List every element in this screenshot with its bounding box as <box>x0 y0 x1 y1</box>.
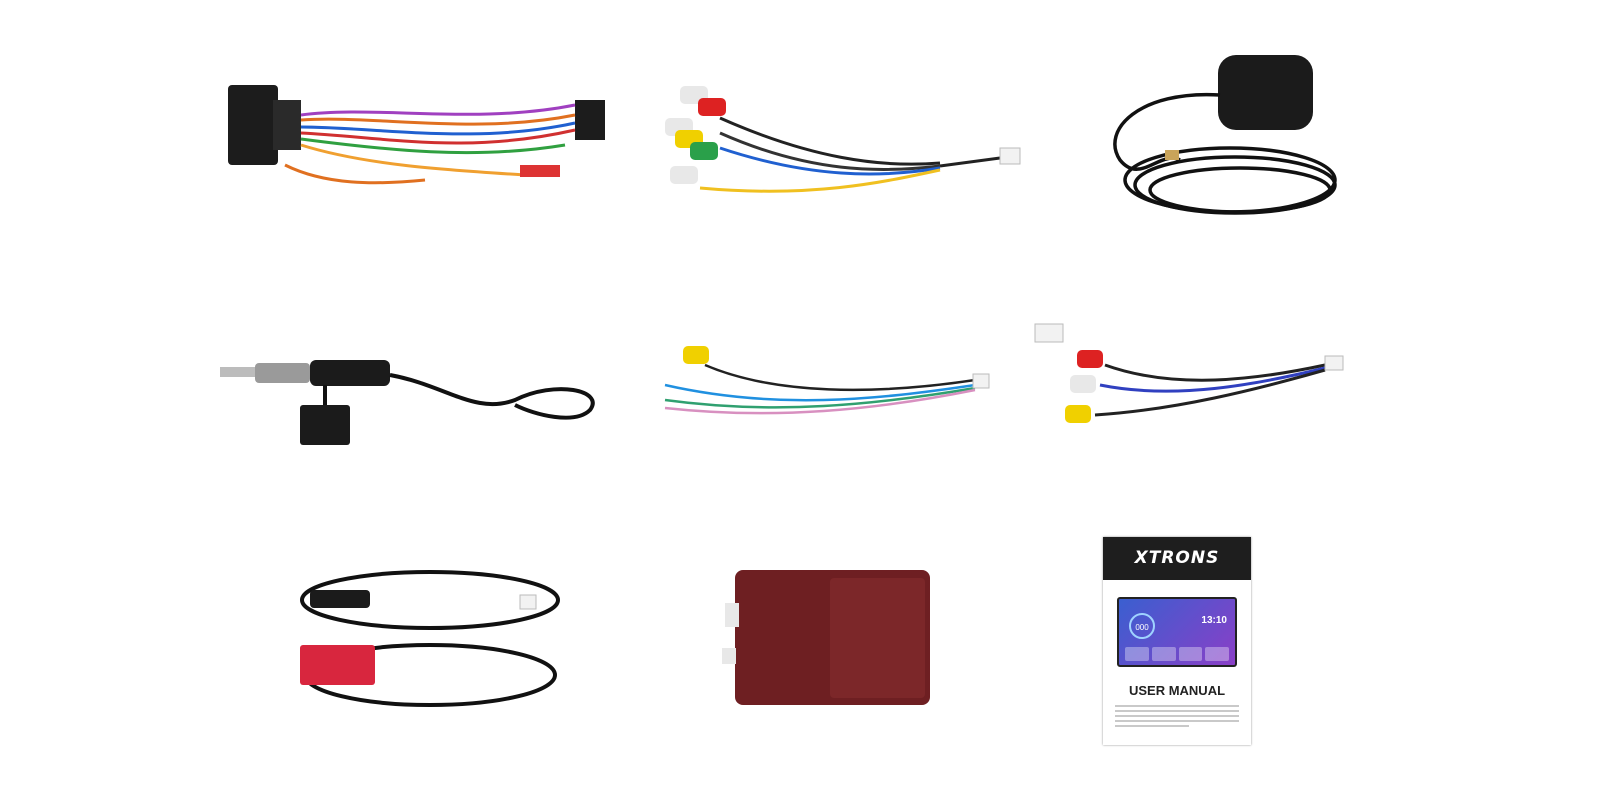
manual-brand-logo: XTRONS <box>1103 537 1251 580</box>
manual-title: USER MANUAL <box>1128 683 1226 698</box>
gps-antenna-image <box>1100 50 1350 225</box>
reverse-camera-cable-image <box>655 340 995 425</box>
speed-dial: 000 <box>1129 613 1155 639</box>
rca-audio-cable-image <box>1025 320 1355 430</box>
app-tiles <box>1125 647 1229 661</box>
canbus-decoder-box-image <box>720 568 935 708</box>
rca-av-cable-image <box>660 78 1030 213</box>
manual-body-text <box>1115 705 1239 730</box>
radio-antenna-adapter-image <box>215 355 600 455</box>
manual-screen-illustration: 000 13:10 <box>1117 597 1237 667</box>
screen-clock: 13:10 <box>1201 615 1227 626</box>
usb-power-cable-image <box>300 565 570 715</box>
iso-wiring-harness-image <box>225 75 615 215</box>
user-manual: XTRONS 000 13:10 USER MANUAL <box>1103 537 1251 745</box>
